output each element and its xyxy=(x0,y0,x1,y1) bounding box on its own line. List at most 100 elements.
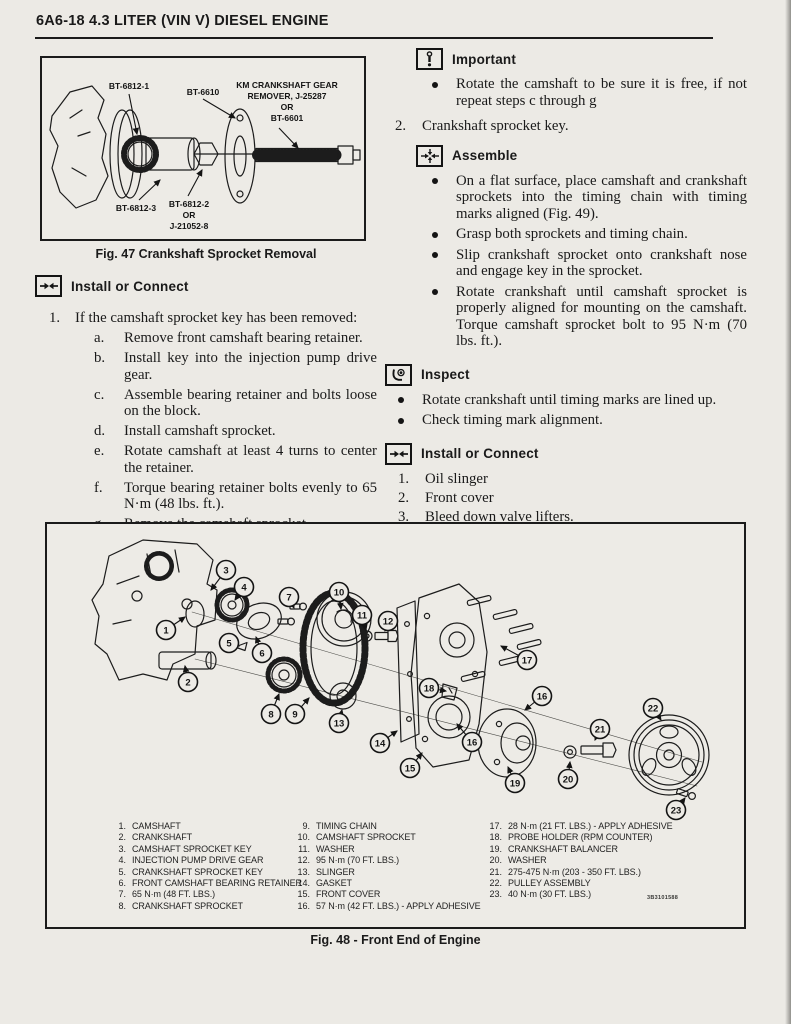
callout-16: 16 xyxy=(456,723,483,753)
part-number: 8. xyxy=(118,900,126,911)
callout-22: 22 xyxy=(642,697,664,721)
callout-1: 1 xyxy=(155,616,186,641)
part-number: 23. xyxy=(489,889,502,900)
tool-label: BT-6812-2 xyxy=(169,199,209,209)
part-text: 57 N·m (42 FT. LBS.) - APPLY ADHESIVE xyxy=(316,900,481,911)
part-item: 19. CRANKSHAFT BALANCER xyxy=(485,844,744,855)
svg-text:23: 23 xyxy=(671,805,682,816)
svg-text:16: 16 xyxy=(537,691,548,702)
fig47-leaders xyxy=(128,93,299,201)
substep-text: Install camshaft sprocket. xyxy=(124,423,276,439)
callout-10: 10 xyxy=(328,581,350,611)
install-item: 2. Front cover xyxy=(385,490,747,507)
substep: b. Install key into the injection pump d… xyxy=(35,350,377,383)
bullet-dot xyxy=(398,397,404,403)
part-text: 275-475 N·m (203 - 350 FT. LBS.) xyxy=(508,866,641,877)
install-item: 1. Oil slinger xyxy=(385,471,747,488)
substep-letter: b. xyxy=(94,350,106,366)
bullet-text: Rotate crankshaft until camshaft sprocke… xyxy=(456,283,747,350)
part-number: 16. xyxy=(297,900,310,911)
bullet-dot xyxy=(398,417,404,424)
parts-list: 1. CAMSHAFT 2. CRANKSHAFT 3. CAMSHAFT SP… xyxy=(47,821,744,912)
heading-label: Important xyxy=(452,51,517,67)
bullet-text: On a flat surface, place camshaft and cr… xyxy=(456,172,747,222)
part-item: 16. 57 N·m (42 FT. LBS.) - APPLY ADHESIV… xyxy=(293,901,485,912)
assemble-heading: Assemble xyxy=(416,144,747,167)
part-item: 14. GASKET xyxy=(293,878,485,889)
svg-text:12: 12 xyxy=(383,616,394,627)
heading-label: Install or Connect xyxy=(71,278,189,294)
callout-16: 16 xyxy=(524,685,553,711)
part-text: CRANKSHAFT xyxy=(132,832,193,843)
part-item: 18. PROBE HOLDER (RPM COUNTER) xyxy=(485,832,744,843)
bullet-text: Rotate the camshaft to be sure it is fre… xyxy=(456,76,747,109)
part-text: TIMING CHAIN xyxy=(316,821,377,831)
fig47-caption: Fig. 47 Crankshaft Sprocket Removal xyxy=(95,247,317,261)
callout-6: 6 xyxy=(251,635,273,664)
substep: d. Install camshaft sprocket. xyxy=(35,423,377,440)
bullet-item: Check timing mark alignment. xyxy=(385,412,747,429)
substep-text: Remove front camshaft bearing retainer. xyxy=(124,330,363,346)
page-header-title: 6A6-18 4.3 LITER (VIN V) DIESEL ENGINE xyxy=(36,13,329,29)
part-text: CRANKSHAFT BALANCER xyxy=(508,843,618,854)
substep-text: Install key into the injection pump driv… xyxy=(124,350,377,383)
important-heading: Important xyxy=(416,48,747,70)
svg-text:3: 3 xyxy=(223,565,228,576)
svg-text:8: 8 xyxy=(268,709,273,720)
print-code: 3B3101588 xyxy=(647,895,679,901)
part-item: 10. CAMSHAFT SPROCKET xyxy=(293,832,485,843)
inspect-bullets: Rotate crankshaft until timing marks are… xyxy=(385,392,747,429)
part-item: 9. TIMING CHAIN xyxy=(293,821,485,832)
part-number: 17. xyxy=(489,821,502,831)
fig48-caption: Fig. 48 - Front End of Engine xyxy=(310,933,481,947)
part-item: 12. 95 N·m (70 FT. LBS.) xyxy=(293,855,485,866)
part-text: FRONT COVER xyxy=(316,889,381,900)
callout-3: 3 xyxy=(210,559,237,591)
part-item: 11. WASHER xyxy=(293,844,485,855)
callout-21: 21 xyxy=(589,718,611,742)
svg-text:6: 6 xyxy=(259,648,264,659)
item-number: 2. xyxy=(398,489,410,506)
part-number: 3. xyxy=(118,843,126,854)
svg-text:11: 11 xyxy=(357,610,368,621)
heading-label: Assemble xyxy=(452,148,518,163)
part-text: INJECTION PUMP DRIVE GEAR xyxy=(132,855,264,866)
callout-12: 12 xyxy=(377,610,399,633)
tool-label: BT-6812-3 xyxy=(116,203,156,213)
svg-text:2: 2 xyxy=(185,677,190,688)
assemble-bullets: On a flat surface, place camshaft and cr… xyxy=(385,173,747,350)
step-1: 1. If the camshaft sprocket key has been… xyxy=(35,310,377,327)
part-number: 1. xyxy=(118,821,126,831)
part-item: 8. CRANKSHAFT SPROCKET xyxy=(109,901,293,912)
substep-letter: e. xyxy=(94,443,105,459)
item-text: Front cover xyxy=(425,489,494,506)
part-number: 7. xyxy=(118,889,126,900)
part-item: 17. 28 N·m (21 FT. LBS.) - APPLY ADHESIV… xyxy=(485,821,744,832)
part-number: 11. xyxy=(298,843,310,854)
part-number: 21. xyxy=(489,866,502,877)
part-number: 20. xyxy=(489,855,502,866)
part-text: 40 N·m (30 FT. LBS.) xyxy=(508,889,592,900)
install-item: 3. Bleed down valve lifters. xyxy=(385,509,747,526)
callout-9: 9 xyxy=(284,697,310,725)
part-number: 14. xyxy=(297,878,310,889)
item-text: Oil slinger xyxy=(425,470,488,487)
svg-text:10: 10 xyxy=(334,587,345,598)
substep: e. Rotate camshaft at least 4 turns to c… xyxy=(35,443,377,476)
svg-text:21: 21 xyxy=(595,724,606,735)
install-connect-heading-left: Install or Connect xyxy=(35,275,377,297)
part-item: 1. CAMSHAFT xyxy=(109,821,293,832)
part-text: CAMSHAFT SPROCKET xyxy=(316,832,416,843)
bullet-dot xyxy=(432,252,438,258)
part-number: 15. xyxy=(297,889,310,900)
callout-13: 13 xyxy=(328,708,350,734)
substep-letter: d. xyxy=(94,423,106,439)
fig47-labels: BT-6812-1 BT-6610 KM CRANKSHAFT GEAR REM… xyxy=(109,80,338,231)
part-number: 18. xyxy=(489,832,502,843)
bullet-text: Grasp both sprockets and timing chain. xyxy=(456,226,688,242)
part-number: 5. xyxy=(118,866,126,877)
parts-list-col1: 1. CAMSHAFT 2. CRANKSHAFT 3. CAMSHAFT SP… xyxy=(109,821,302,912)
crankshaft-tool-drawing xyxy=(49,85,361,209)
item-number: 3. xyxy=(398,508,410,525)
part-item: 13. SLINGER xyxy=(293,867,485,878)
